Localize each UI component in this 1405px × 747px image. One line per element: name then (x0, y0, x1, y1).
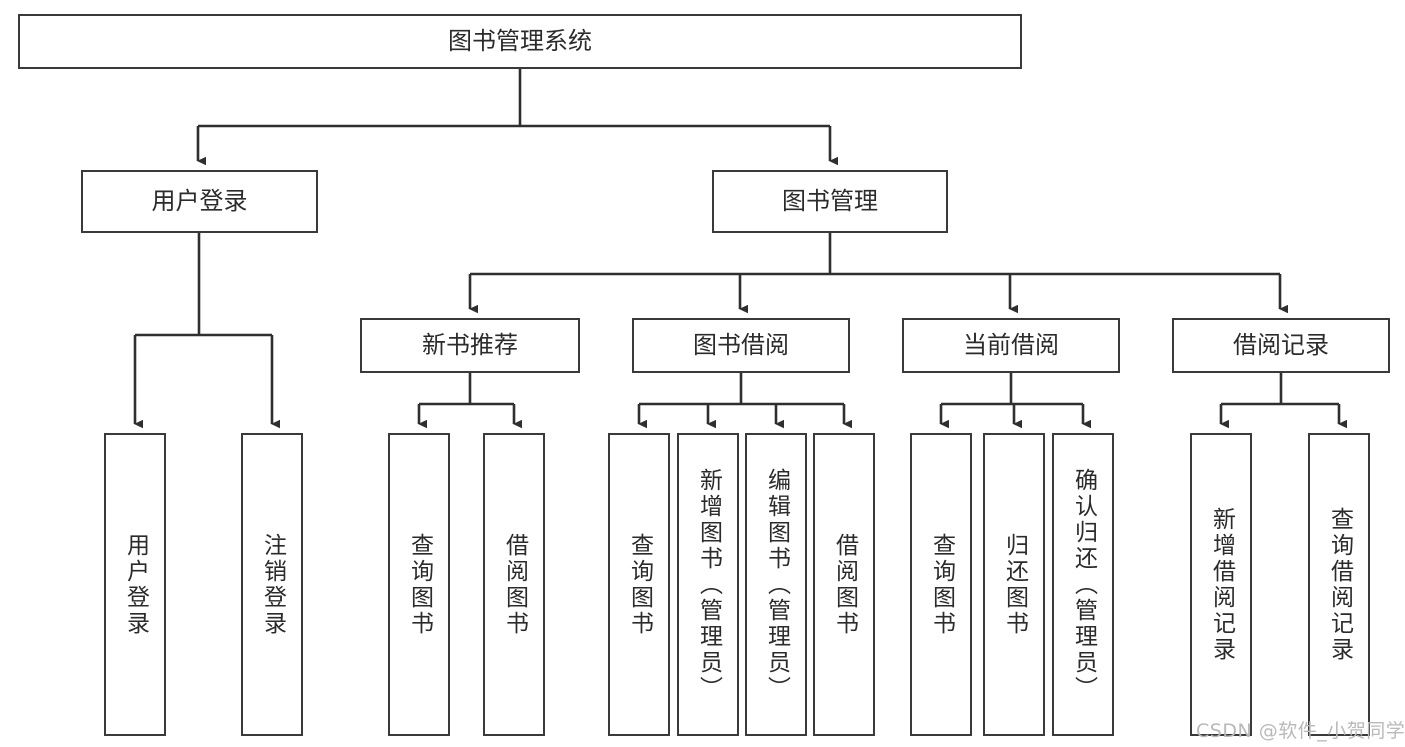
node-book-manage-label: 图书管理 (782, 186, 878, 215)
node-leaf-add-record[interactable]: 新增借阅记录 (1190, 433, 1252, 736)
node-current-borrow[interactable]: 当前借阅 (902, 318, 1120, 373)
node-leaf-borrow-book-rec-label: 借阅图书 (501, 532, 528, 637)
node-borrow-record[interactable]: 借阅记录 (1172, 318, 1390, 373)
node-leaf-user-login[interactable]: 用户登录 (104, 433, 166, 736)
node-book-manage[interactable]: 图书管理 (712, 170, 948, 233)
node-leaf-query-book[interactable]: 查询图书 (608, 433, 670, 736)
node-leaf-confirm-return-label: 确认归还（管理员） (1070, 467, 1097, 702)
node-borrow-record-label: 借阅记录 (1233, 330, 1329, 359)
node-book-borrow-label: 图书借阅 (693, 330, 789, 359)
node-leaf-edit-book[interactable]: 编辑图书（管理员） (745, 433, 807, 736)
node-leaf-confirm-return[interactable]: 确认归还（管理员） (1052, 433, 1114, 736)
node-leaf-add-book-label: 新增图书（管理员） (695, 467, 722, 702)
node-root[interactable]: 图书管理系统 (18, 14, 1022, 69)
node-leaf-query-book-rec[interactable]: 查询图书 (388, 433, 450, 736)
node-leaf-query-current-label: 查询图书 (928, 532, 955, 637)
node-leaf-borrow-book-label: 借阅图书 (831, 532, 858, 637)
node-leaf-add-record-label: 新增借阅记录 (1208, 506, 1235, 663)
node-leaf-query-record[interactable]: 查询借阅记录 (1308, 433, 1370, 736)
node-leaf-edit-book-label: 编辑图书（管理员） (763, 467, 790, 702)
node-root-label: 图书管理系统 (448, 26, 592, 55)
node-new-book-rec[interactable]: 新书推荐 (360, 318, 580, 373)
node-book-borrow[interactable]: 图书借阅 (632, 318, 850, 373)
node-leaf-query-book-label: 查询图书 (626, 532, 653, 637)
node-leaf-query-current[interactable]: 查询图书 (910, 433, 972, 736)
watermark-text: CSDN @软件_小贺同学 (1196, 720, 1405, 742)
node-new-book-rec-label: 新书推荐 (422, 330, 518, 359)
node-leaf-borrow-book-rec[interactable]: 借阅图书 (483, 433, 545, 736)
node-leaf-user-login-label: 用户登录 (122, 532, 149, 637)
node-user-login-label: 用户登录 (151, 186, 248, 215)
node-leaf-add-book[interactable]: 新增图书（管理员） (677, 433, 739, 736)
node-leaf-query-book-rec-label: 查询图书 (406, 532, 433, 637)
node-leaf-user-logout[interactable]: 注销登录 (241, 433, 303, 736)
node-leaf-user-logout-label: 注销登录 (259, 532, 286, 637)
node-leaf-return-book-label: 归还图书 (1001, 532, 1028, 637)
node-user-login[interactable]: 用户登录 (81, 170, 318, 233)
node-leaf-borrow-book[interactable]: 借阅图书 (813, 433, 875, 736)
node-current-borrow-label: 当前借阅 (963, 330, 1059, 359)
node-leaf-query-record-label: 查询借阅记录 (1326, 506, 1353, 663)
node-leaf-return-book[interactable]: 归还图书 (983, 433, 1045, 736)
